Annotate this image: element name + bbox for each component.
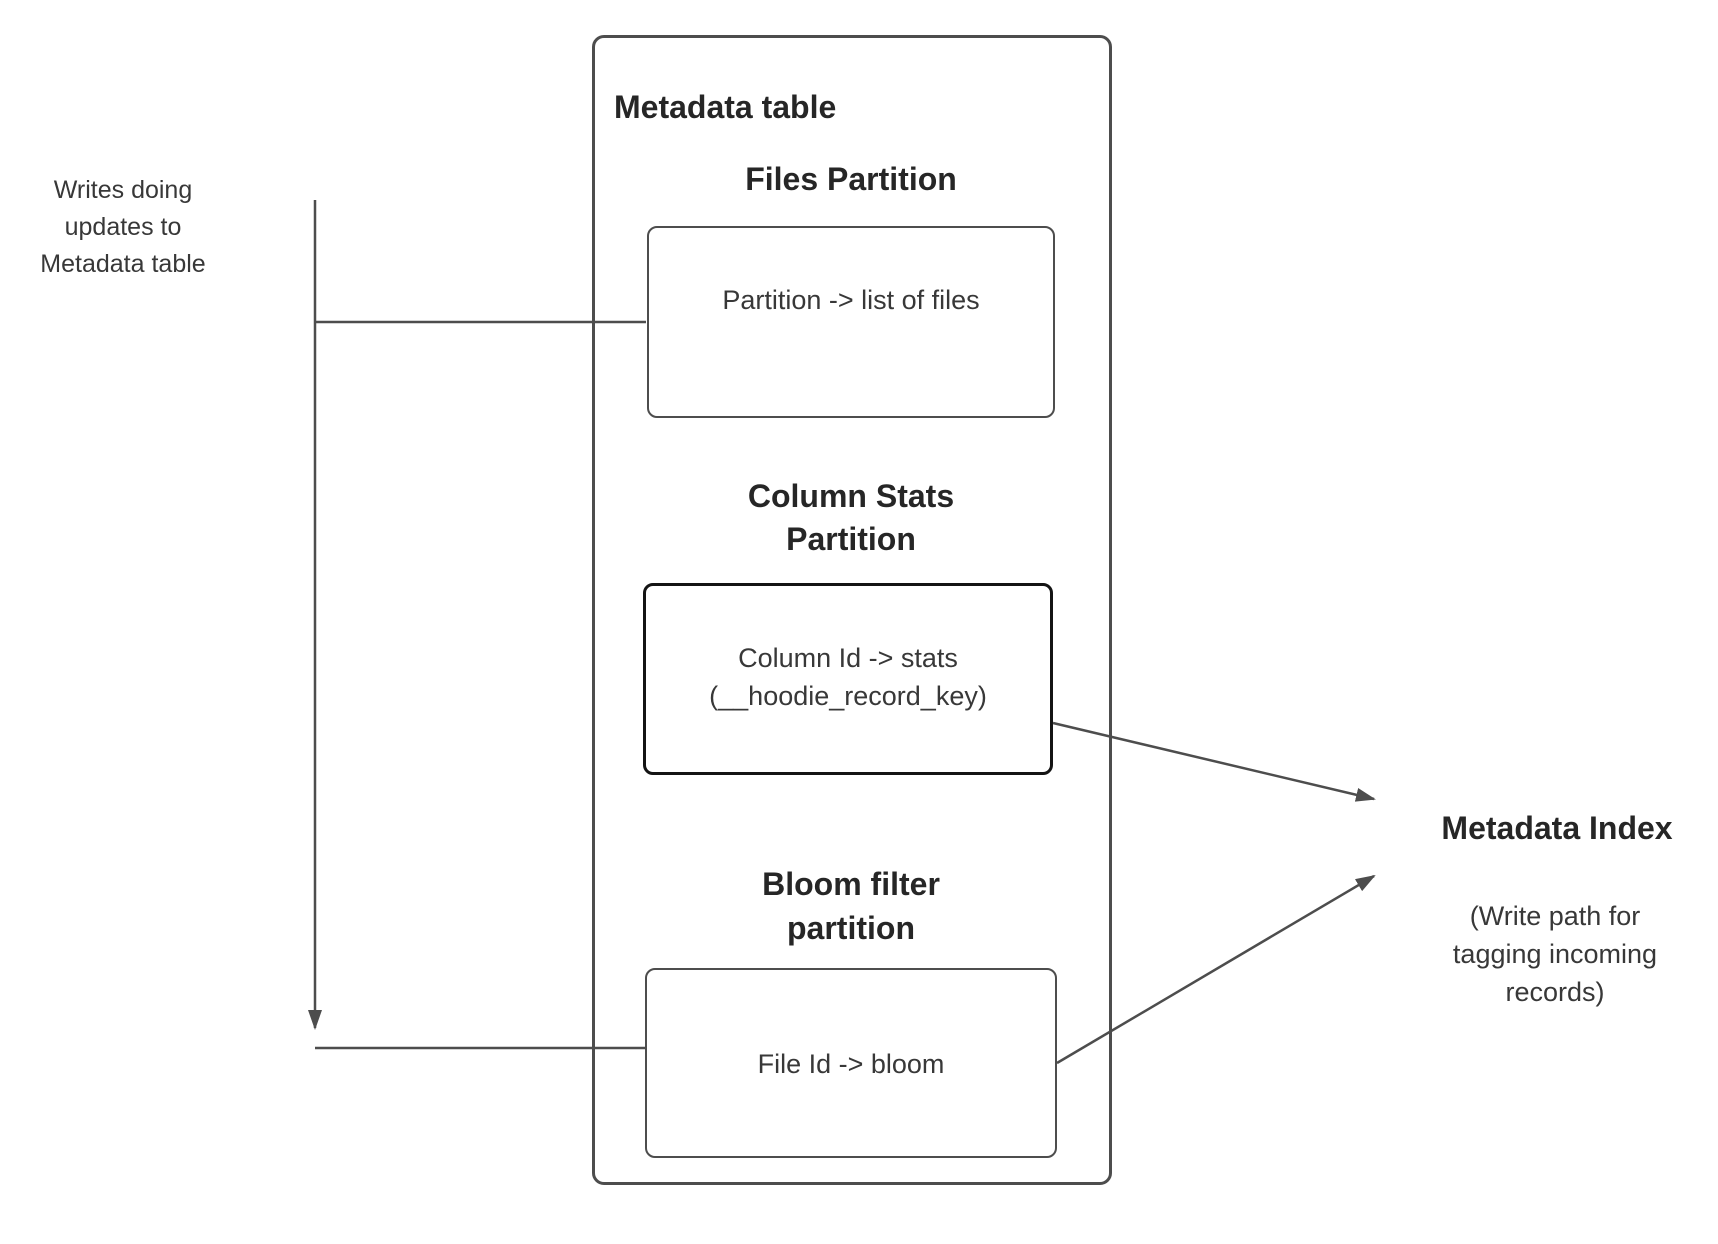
files-partition-box: Partition -> list of files: [647, 226, 1055, 418]
metadata-index-subtitle: (Write path for tagging incoming records…: [1424, 897, 1686, 1011]
writes-annotation-line-1: Writes doing: [53, 176, 193, 204]
metadata-table-title: Metadata table: [614, 89, 837, 125]
files-partition-box-text: Partition -> list of files: [722, 285, 980, 315]
writes-annotation-line-3: Metadata table: [40, 250, 206, 278]
column-stats-partition-box: Column Id -> stats (__hoodie_record_key): [643, 583, 1053, 775]
writes-annotation: Writes doing updates to Metadata table: [8, 172, 238, 283]
bloom-heading-line-1: Bloom filter: [762, 866, 940, 902]
column-stats-heading-line-2: Partition: [786, 521, 916, 557]
metadata-index-subtitle-line-2: tagging incoming: [1452, 939, 1658, 969]
writes-annotation-line-2: updates to: [64, 213, 182, 241]
column-stats-partition-heading: Column Stats Partition: [647, 475, 1055, 561]
column-stats-box-text-line-1: Column Id -> stats: [738, 643, 958, 673]
column-stats-box-text-line-2: (__hoodie_record_key): [709, 681, 987, 711]
bloom-filter-partition-box: File Id -> bloom: [645, 968, 1057, 1158]
bloom-heading-line-2: partition: [787, 910, 915, 946]
column-stats-box-text: Column Id -> stats (__hoodie_record_key): [646, 639, 1050, 715]
files-partition-heading: Files Partition: [745, 161, 957, 197]
bloom-filter-partition-heading: Bloom filter partition: [647, 862, 1055, 950]
metadata-index-subtitle-line-3: records): [1505, 977, 1605, 1007]
bloom-filter-box-text: File Id -> bloom: [757, 1049, 945, 1079]
column-stats-heading-line-1: Column Stats: [747, 478, 955, 514]
metadata-index-subtitle-line-1: (Write path for: [1469, 901, 1641, 931]
metadata-index-title: Metadata Index: [1441, 810, 1673, 846]
